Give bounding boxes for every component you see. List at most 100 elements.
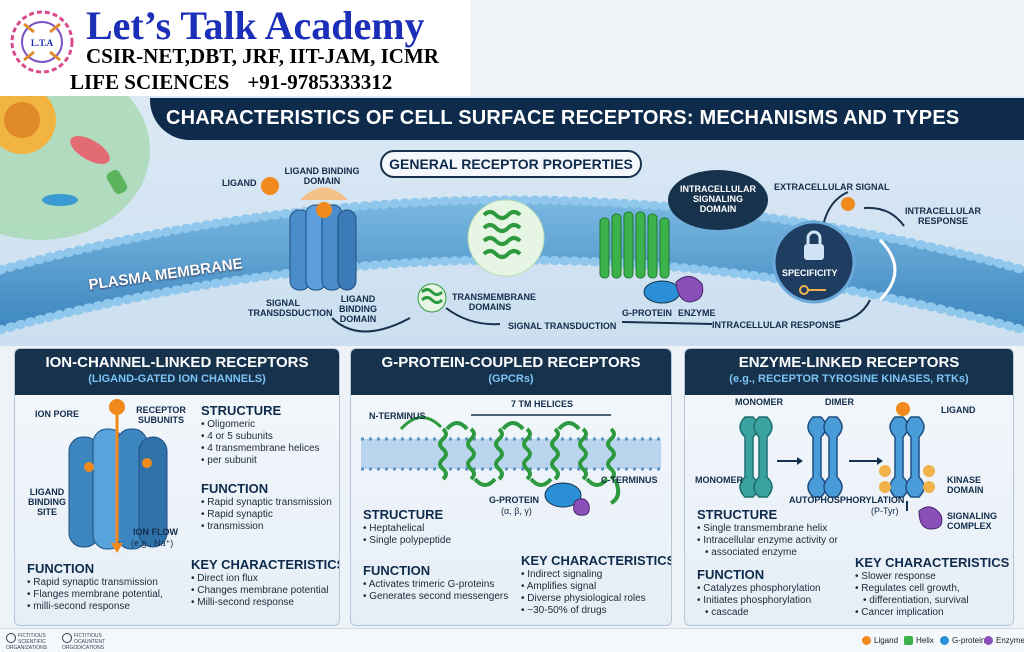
signal-transduction-label: SIGNAL TRANSDSDUCTION: [248, 298, 333, 318]
academy-logo-icon: L.T.A: [10, 10, 74, 74]
title-bar: CHARACTERISTICS OF CELL SURFACE RECEPTOR…: [150, 98, 1024, 140]
list-item: differentiation, survival: [855, 595, 968, 607]
dimer-label: DIMER: [825, 397, 854, 407]
ion-structure-heading: STRUCTURE: [201, 403, 282, 418]
enzyme-function-list: Catalyzes phosphorylation Initiates phos…: [697, 583, 821, 619]
list-item: Direct ion flux: [191, 573, 328, 585]
n-terminus-label: N-TERMINUS: [369, 411, 426, 421]
g-protein-subunits: (α, β, γ): [501, 506, 532, 516]
enzyme-subtitle: (e.g., RECEPTOR TYROSINE KINASES, RTKs): [729, 373, 969, 385]
list-item: Milli-second response: [191, 597, 328, 609]
gpcr-key-list: Indirect signaling Amplifies signal Dive…: [521, 569, 646, 617]
list-item: transmission: [201, 521, 332, 533]
flow-arrows: [331, 191, 905, 333]
footer-org-1: FICTITIOUS SCIENTIFIC ORGANIZATIONS: [6, 633, 50, 651]
top-ion-channel-receptor: [289, 187, 357, 291]
legend-ligand: Ligand: [862, 636, 898, 646]
list-item: Single transmembrane helix: [697, 523, 838, 535]
brand-name: Let’s Talk Academy: [86, 3, 425, 48]
ligand-label: LIGAND: [222, 178, 257, 188]
extracellular-signal-label: EXTRACELLULAR SIGNAL: [774, 182, 890, 192]
legend-label: Helix: [916, 636, 934, 645]
membrane-illustration: [0, 60, 1024, 335]
list-item: Flanges membrane potential,: [27, 589, 163, 601]
ligand-rtk-label: LIGAND: [941, 405, 976, 415]
brand-phone: +91-9785333312: [247, 70, 393, 94]
list-item: Rapid synaptic: [201, 509, 332, 521]
list-item: per subunit: [201, 455, 320, 467]
legend-enzyme: Enzyme: [984, 636, 1024, 646]
footer-org-1-text: FICTITIOUS SCIENTIFIC ORGANIZATIONS: [6, 633, 48, 651]
ion-function-bottom-heading: FUNCTION: [27, 561, 95, 576]
gpcr-subtitle: (GPCRs): [488, 373, 534, 385]
enzyme-key-list: Slower response Regulates cell growth, d…: [855, 571, 969, 619]
ion-function-bottom-list: Rapid synaptic transmission Flanges memb…: [27, 577, 163, 613]
list-item: Generates second messengers: [363, 591, 508, 603]
enzyme-header: ENZYME-LINKED RECEPTORS (e.g., RECEPTOR …: [685, 349, 1013, 395]
list-item: cascade: [697, 607, 821, 619]
small-helix-icon: [417, 283, 447, 313]
ion-key-list: Direct ion flux Changes membrane potenti…: [191, 573, 328, 609]
ion-channel-title: ION-CHANNEL-LINKED RECEPTORS: [45, 354, 309, 371]
footer-org-2: FICTITIOUS OCAUNTENT ORGODICATIONS: [62, 633, 110, 651]
ion-key-heading: KEY CHARACTERISTICS: [191, 557, 340, 572]
tm-helices-label: 7 TM HELICES: [511, 399, 574, 409]
monomer-left-label: MONOMER: [695, 475, 743, 485]
list-item: 4 or 5 subunits: [201, 431, 320, 443]
enzyme-structure-list: Single transmembrane helix Intracellular…: [697, 523, 838, 559]
list-item: Oligomeric: [201, 419, 320, 431]
gpcr-panel: G-PROTEIN-COUPLED RECEPTORS (GPCRs) N-TE…: [350, 348, 672, 626]
footer: [0, 628, 1024, 652]
ion-pore-label: ION PORE: [35, 409, 80, 419]
footer-org-2-text: FICTITIOUS OCAUNTENT ORGODICATIONS: [62, 633, 106, 651]
legend-g-protein: G-protein: [940, 636, 985, 646]
svg-text:L.T.A: L.T.A: [31, 38, 54, 48]
org-seal-icon: [6, 633, 16, 643]
ptyr-label: (P-Tyr): [871, 506, 899, 516]
helix-legend-icon: [904, 636, 913, 646]
enzyme-function-heading: FUNCTION: [697, 567, 765, 582]
ligand-binding-site-label: LIGAND BINDING SITE: [28, 487, 66, 517]
transmembrane-domains-label: TRANSMEMBRANE DOMAINS: [452, 292, 536, 312]
top-g-protein: [643, 280, 681, 304]
brand-exams: CSIR-NET,DBT, JRF, IIT-JAM, ICMR: [86, 44, 439, 68]
list-item: ~30-50% of drugs: [521, 605, 646, 617]
list-item: Amplifies signal: [521, 581, 646, 593]
gpcr-illustration: [361, 414, 661, 516]
ion-channel-header: ION-CHANNEL-LINKED RECEPTORS (LIGAND-GAT…: [15, 349, 339, 395]
ion-channel-panel: ION-CHANNEL-LINKED RECEPTORS (LIGAND-GAT…: [14, 348, 340, 626]
ion-channel-subtitle: (LIGAND-GATED ION CHANNELS): [88, 373, 266, 385]
page-title: CHARACTERISTICS OF CELL SURFACE RECEPTOR…: [166, 107, 960, 129]
list-item: Regulates cell growth,: [855, 583, 969, 595]
intracellular-signaling-domain-label: INTRACELLULAR SIGNALING DOMAIN: [680, 184, 756, 214]
list-item: Activates trimeric G-proteins: [363, 579, 508, 591]
list-item: Diverse physiological roles: [521, 593, 645, 605]
list-item: Heptahelical: [363, 523, 451, 535]
legend-label: Enzyme: [996, 636, 1024, 645]
extracellular-signal-ball-icon: [841, 197, 855, 211]
gpcr-function-heading: FUNCTION: [363, 563, 431, 578]
enzyme-legend-icon: [984, 636, 993, 646]
gpcr-key-heading: KEY CHARACTERISTICS: [521, 553, 672, 568]
ion-function-heading: FUNCTION: [201, 481, 269, 496]
list-item: milli-second response: [27, 601, 163, 613]
intracellular-response-right-label: INTRACELLULAR RESPONSE: [905, 206, 981, 226]
general-properties-pill: GENERAL RECEPTOR PROPERTIES: [380, 150, 642, 178]
kinase-domain-label: KINASE DOMAIN: [947, 475, 984, 495]
g-protein-legend-icon: [940, 636, 949, 646]
top-gpcr: [599, 211, 670, 279]
list-item: Rapid synaptic transmission: [27, 577, 163, 589]
enzyme-top-label: ENZYME: [678, 308, 716, 318]
list-item: Catalyzes phosphorylation: [697, 583, 820, 595]
c-terminus-label: C-TERMINUS: [601, 475, 658, 485]
brand-header: L.T.A Let’s Talk Academy CSIR-NET,DBT, J…: [0, 0, 470, 96]
list-item: Changes membrane potential: [191, 585, 328, 597]
rtk-illustration: [739, 402, 943, 530]
signaling-domain-bubble: [668, 170, 768, 230]
list-item: Intracellular enzyme activity or: [697, 535, 838, 547]
specificity-label: SPECIFICITY: [782, 268, 838, 278]
list-item: Indirect signaling: [521, 569, 646, 581]
signal-transduction-2-label: SIGNAL TRANSDUCTION: [508, 321, 617, 331]
ion-channel-illustration: [68, 399, 168, 553]
brand-subject-line: LIFE SCIENCES+91-9785333312: [70, 70, 392, 95]
